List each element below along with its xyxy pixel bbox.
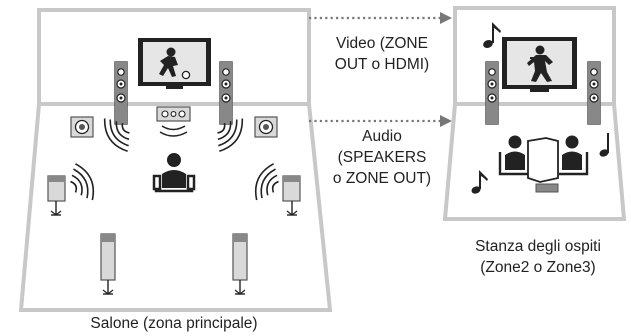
- music-note-icon: [471, 170, 488, 194]
- singer-icon: [527, 45, 553, 82]
- person-icon: [562, 135, 582, 170]
- television-icon: [502, 37, 577, 92]
- video-label-line1: Video (ZONE: [336, 35, 428, 52]
- audio-label-line1: Audio: [362, 128, 402, 145]
- center-speaker-waves: [159, 125, 188, 137]
- front-right-speaker: [219, 61, 233, 125]
- rear-speaker-icon: [232, 233, 248, 295]
- center-speaker-icon: [156, 106, 191, 122]
- audio-arrow: [309, 115, 452, 127]
- person-icon: [162, 153, 186, 188]
- video-arrow: [309, 12, 452, 24]
- subwoofer-icon: [254, 116, 278, 138]
- main-room-floor: [18, 102, 333, 312]
- surround-speaker-icon: [282, 175, 301, 216]
- guest-room-caption-line1: Stanza degli ospiti: [475, 238, 601, 255]
- sofa-icon: [152, 174, 196, 193]
- guest-room-caption-line2: (Zone2 o Zone3): [480, 259, 596, 276]
- television-icon: [138, 38, 211, 89]
- soccer-player-icon: [159, 47, 191, 80]
- guest-right-speaker: [587, 61, 601, 125]
- rear-speaker-icon: [100, 233, 116, 295]
- guest-left-speaker: [485, 61, 499, 125]
- audio-label-line3: o ZONE OUT): [332, 170, 432, 187]
- audio-label-line2: (SPEAKERS: [337, 149, 427, 166]
- chair-icon: [559, 152, 589, 176]
- subwoofer-icon: [70, 116, 94, 138]
- audio-label: Audio (SPEAKERS o ZONE OUT): [318, 126, 446, 189]
- video-label-line2: OUT o HDMI): [334, 56, 430, 73]
- main-room-caption: Salone (zona principale): [90, 315, 258, 332]
- guest-room-caption: Stanza degli ospiti (Zone2 o Zone3): [445, 236, 631, 278]
- surround-speaker-icon: [47, 175, 66, 221]
- front-left-speaker: [114, 61, 128, 125]
- chair-icon: [498, 152, 528, 176]
- table-icon: [527, 137, 559, 193]
- music-note-icon: [483, 22, 501, 48]
- video-label: Video (ZONE OUT o HDMI): [318, 33, 446, 75]
- main-room: [18, 8, 333, 312]
- person-icon: [505, 135, 525, 170]
- music-note-icon: [599, 133, 609, 157]
